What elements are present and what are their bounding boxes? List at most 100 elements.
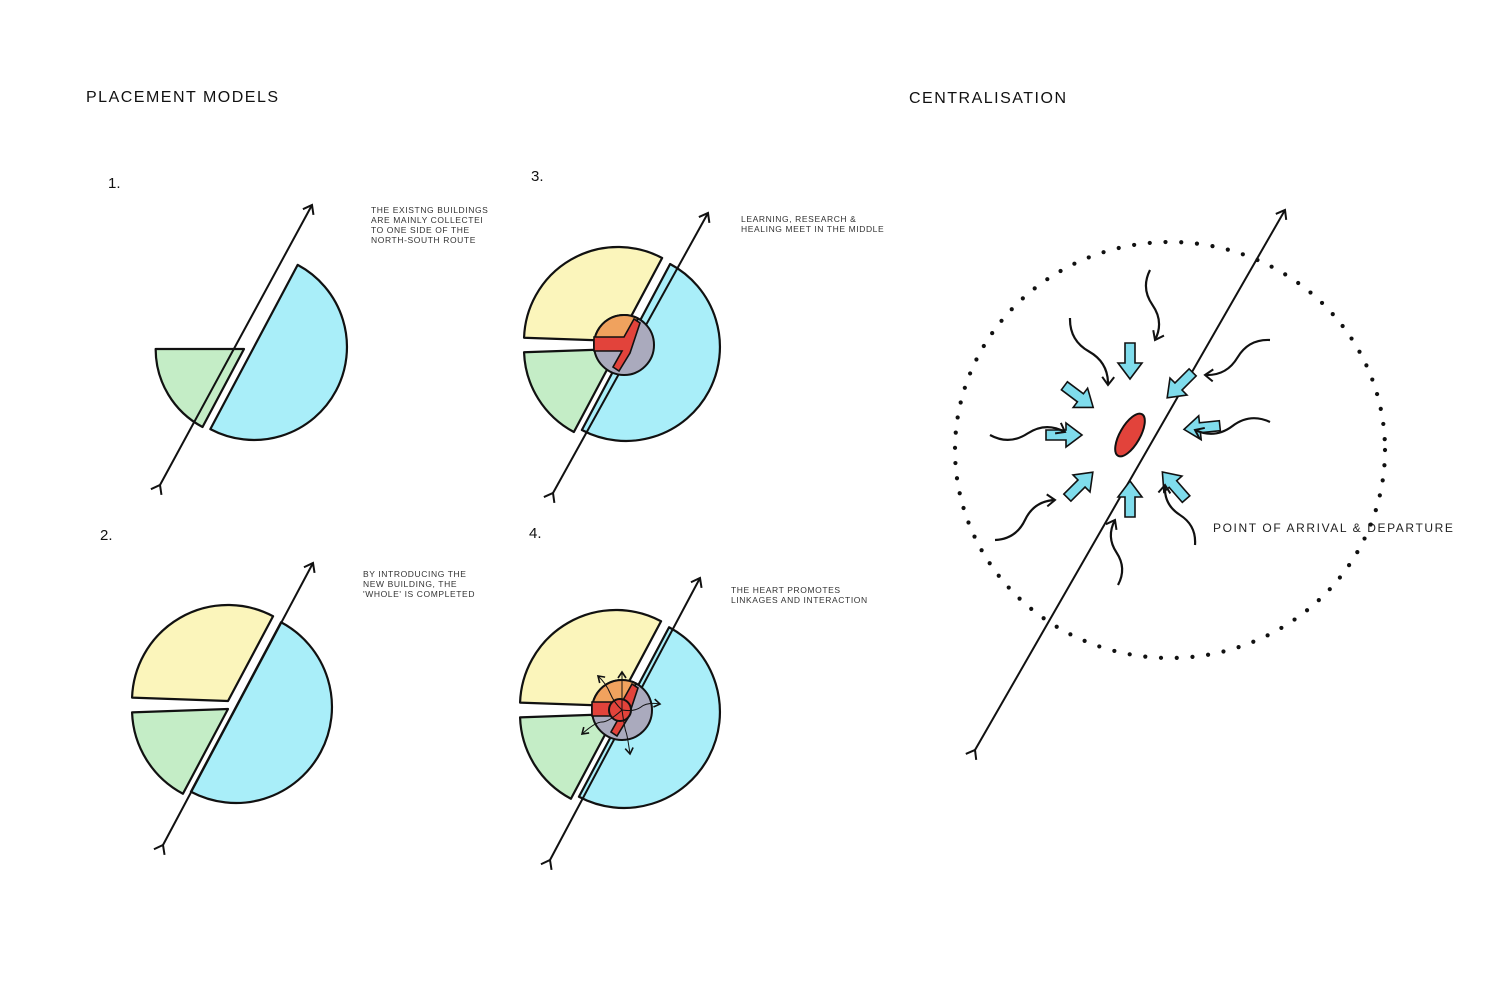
dotted-boundary-dot bbox=[996, 573, 1001, 578]
dotted-boundary-dot bbox=[1147, 240, 1152, 246]
dotted-boundary-dot bbox=[1370, 377, 1375, 382]
model-4-interaction-arrow bbox=[596, 675, 623, 711]
dotted-boundary-dot bbox=[1127, 652, 1132, 657]
dotted-boundary-dot bbox=[1029, 606, 1034, 611]
dotted-boundary-dot bbox=[1041, 616, 1046, 621]
cyan-inward-arrow bbox=[1116, 479, 1144, 518]
dotted-boundary-dot bbox=[1132, 242, 1137, 248]
dotted-boundary-dot bbox=[1058, 268, 1063, 274]
dotted-boundary-dot bbox=[1380, 478, 1385, 483]
dotted-boundary-dot bbox=[1116, 245, 1121, 251]
model-4-note: THE HEART PROMOTES LINKAGES AND INTERACT… bbox=[731, 585, 868, 605]
model-1-number: 1. bbox=[108, 175, 121, 192]
dotted-boundary-dot bbox=[1382, 437, 1387, 442]
model-4-number: 4. bbox=[529, 525, 542, 542]
dotted-boundary-dot bbox=[1086, 255, 1091, 260]
dotted-boundary-dot bbox=[999, 318, 1004, 323]
dotted-boundary-dot bbox=[966, 520, 971, 525]
dotted-boundary-dot bbox=[1374, 391, 1380, 397]
dotted-boundary-dot bbox=[1316, 598, 1321, 603]
wavy-approach-arrow bbox=[1068, 317, 1115, 387]
model-3-number: 3. bbox=[531, 168, 544, 185]
dotted-boundary-dot bbox=[1382, 463, 1387, 468]
wavy-approach-arrow bbox=[1157, 483, 1197, 546]
dotted-boundary-dot bbox=[1382, 447, 1388, 453]
dotted-boundary-dot bbox=[1006, 585, 1011, 590]
centralisation-heading: CENTRALISATION bbox=[909, 90, 1068, 107]
dotted-boundary-dot bbox=[1292, 617, 1297, 622]
dotted-boundary-dot bbox=[1296, 280, 1301, 286]
wavy-approach-arrow bbox=[1105, 518, 1124, 586]
wavy-approach-arrow bbox=[989, 422, 1067, 441]
dotted-boundary-dot bbox=[1205, 652, 1211, 657]
cyan-inward-arrow bbox=[1060, 380, 1095, 409]
dotted-boundary-dot bbox=[1225, 247, 1230, 252]
cyan-inward-arrow bbox=[1166, 367, 1198, 399]
dotted-boundary-dot bbox=[981, 343, 986, 349]
dotted-boundary-dot bbox=[1082, 638, 1087, 643]
dotted-boundary-dot bbox=[954, 476, 960, 481]
dotted-boundary-dot bbox=[1337, 575, 1342, 580]
dotted-boundary-dot bbox=[1283, 272, 1288, 277]
model-3-note: LEARNING, RESEARCH & HEALING MEET IN THE… bbox=[741, 214, 885, 234]
wavy-approach-arrow bbox=[1144, 269, 1165, 342]
dotted-boundary-dot bbox=[1054, 624, 1059, 629]
dotted-boundary-dot bbox=[1210, 244, 1215, 249]
dotted-boundary-dot bbox=[1163, 239, 1168, 245]
dotted-boundary-dot bbox=[1330, 311, 1335, 317]
cyan-inward-arrow bbox=[1116, 342, 1144, 381]
dotted-boundary-dot bbox=[1377, 493, 1382, 498]
dotted-boundary-dot bbox=[955, 415, 960, 420]
model-1-route-arrow bbox=[150, 203, 315, 496]
wavy-approach-arrow bbox=[1193, 417, 1271, 440]
dotted-boundary-dot bbox=[962, 385, 967, 390]
model-2-note: BY INTRODUCING THE NEW BUILDING, THE 'WH… bbox=[363, 569, 476, 599]
dotted-boundary-dot bbox=[1017, 596, 1022, 601]
dotted-boundary-dot bbox=[1355, 550, 1360, 555]
dotted-boundary-dot bbox=[1236, 645, 1241, 650]
dotted-boundary-dot bbox=[1240, 252, 1245, 257]
arrival-point-core bbox=[1114, 412, 1146, 458]
dotted-boundary-dot bbox=[1174, 655, 1179, 660]
dotted-boundary-dot bbox=[953, 460, 958, 466]
model-4-interaction-arrow bbox=[621, 698, 662, 712]
dotted-boundary-dot bbox=[1346, 563, 1352, 568]
dotted-boundary-dot bbox=[1097, 644, 1102, 649]
model-2-number: 2. bbox=[100, 527, 113, 544]
model-4-interaction-arrow bbox=[621, 709, 634, 756]
dotted-boundary-dot bbox=[1319, 300, 1325, 306]
dotted-boundary-dot bbox=[1362, 536, 1367, 541]
cyan-inward-arrow bbox=[1062, 471, 1094, 503]
dotted-boundary-dot bbox=[1357, 349, 1362, 354]
dotted-boundary-dot bbox=[1308, 290, 1313, 295]
dotted-boundary-dot bbox=[1221, 649, 1226, 654]
dotted-boundary-dot bbox=[1143, 654, 1148, 659]
dotted-boundary-dot bbox=[1072, 261, 1077, 266]
dotted-boundary-dot bbox=[1101, 250, 1106, 255]
dotted-boundary-dot bbox=[972, 534, 977, 539]
dotted-boundary-dot bbox=[958, 400, 963, 405]
model-1-note: THE EXISTNG BUILDINGS ARE MAINLY COLLECT… bbox=[371, 205, 489, 245]
dotted-boundary-dot bbox=[953, 430, 958, 435]
dotted-boundary-dot bbox=[1251, 639, 1256, 644]
dotted-boundary-dot bbox=[1340, 323, 1345, 329]
dotted-boundary-dot bbox=[1265, 633, 1270, 638]
wavy-approach-arrow bbox=[994, 493, 1057, 542]
model-3-heart-red-core bbox=[593, 317, 641, 373]
dotted-boundary-dot bbox=[987, 561, 992, 566]
dotted-boundary-dot bbox=[1364, 363, 1369, 368]
dotted-boundary-dot bbox=[1190, 654, 1195, 659]
dotted-boundary-dot bbox=[1327, 587, 1332, 592]
dotted-boundary-dot bbox=[1112, 648, 1117, 654]
wavy-approach-arrow bbox=[1203, 338, 1271, 383]
dotted-boundary-dot bbox=[990, 330, 995, 336]
dotted-boundary-dot bbox=[1179, 240, 1184, 245]
dotted-boundary-dot bbox=[957, 491, 962, 496]
dotted-boundary-dot bbox=[1158, 655, 1164, 660]
model-4-interaction-arrow bbox=[580, 709, 623, 735]
dotted-boundary-dot bbox=[1045, 277, 1050, 282]
dotted-boundary-dot bbox=[1032, 286, 1037, 291]
dotted-boundary-dot bbox=[1368, 522, 1373, 527]
dotted-boundary-dot bbox=[1378, 406, 1383, 411]
